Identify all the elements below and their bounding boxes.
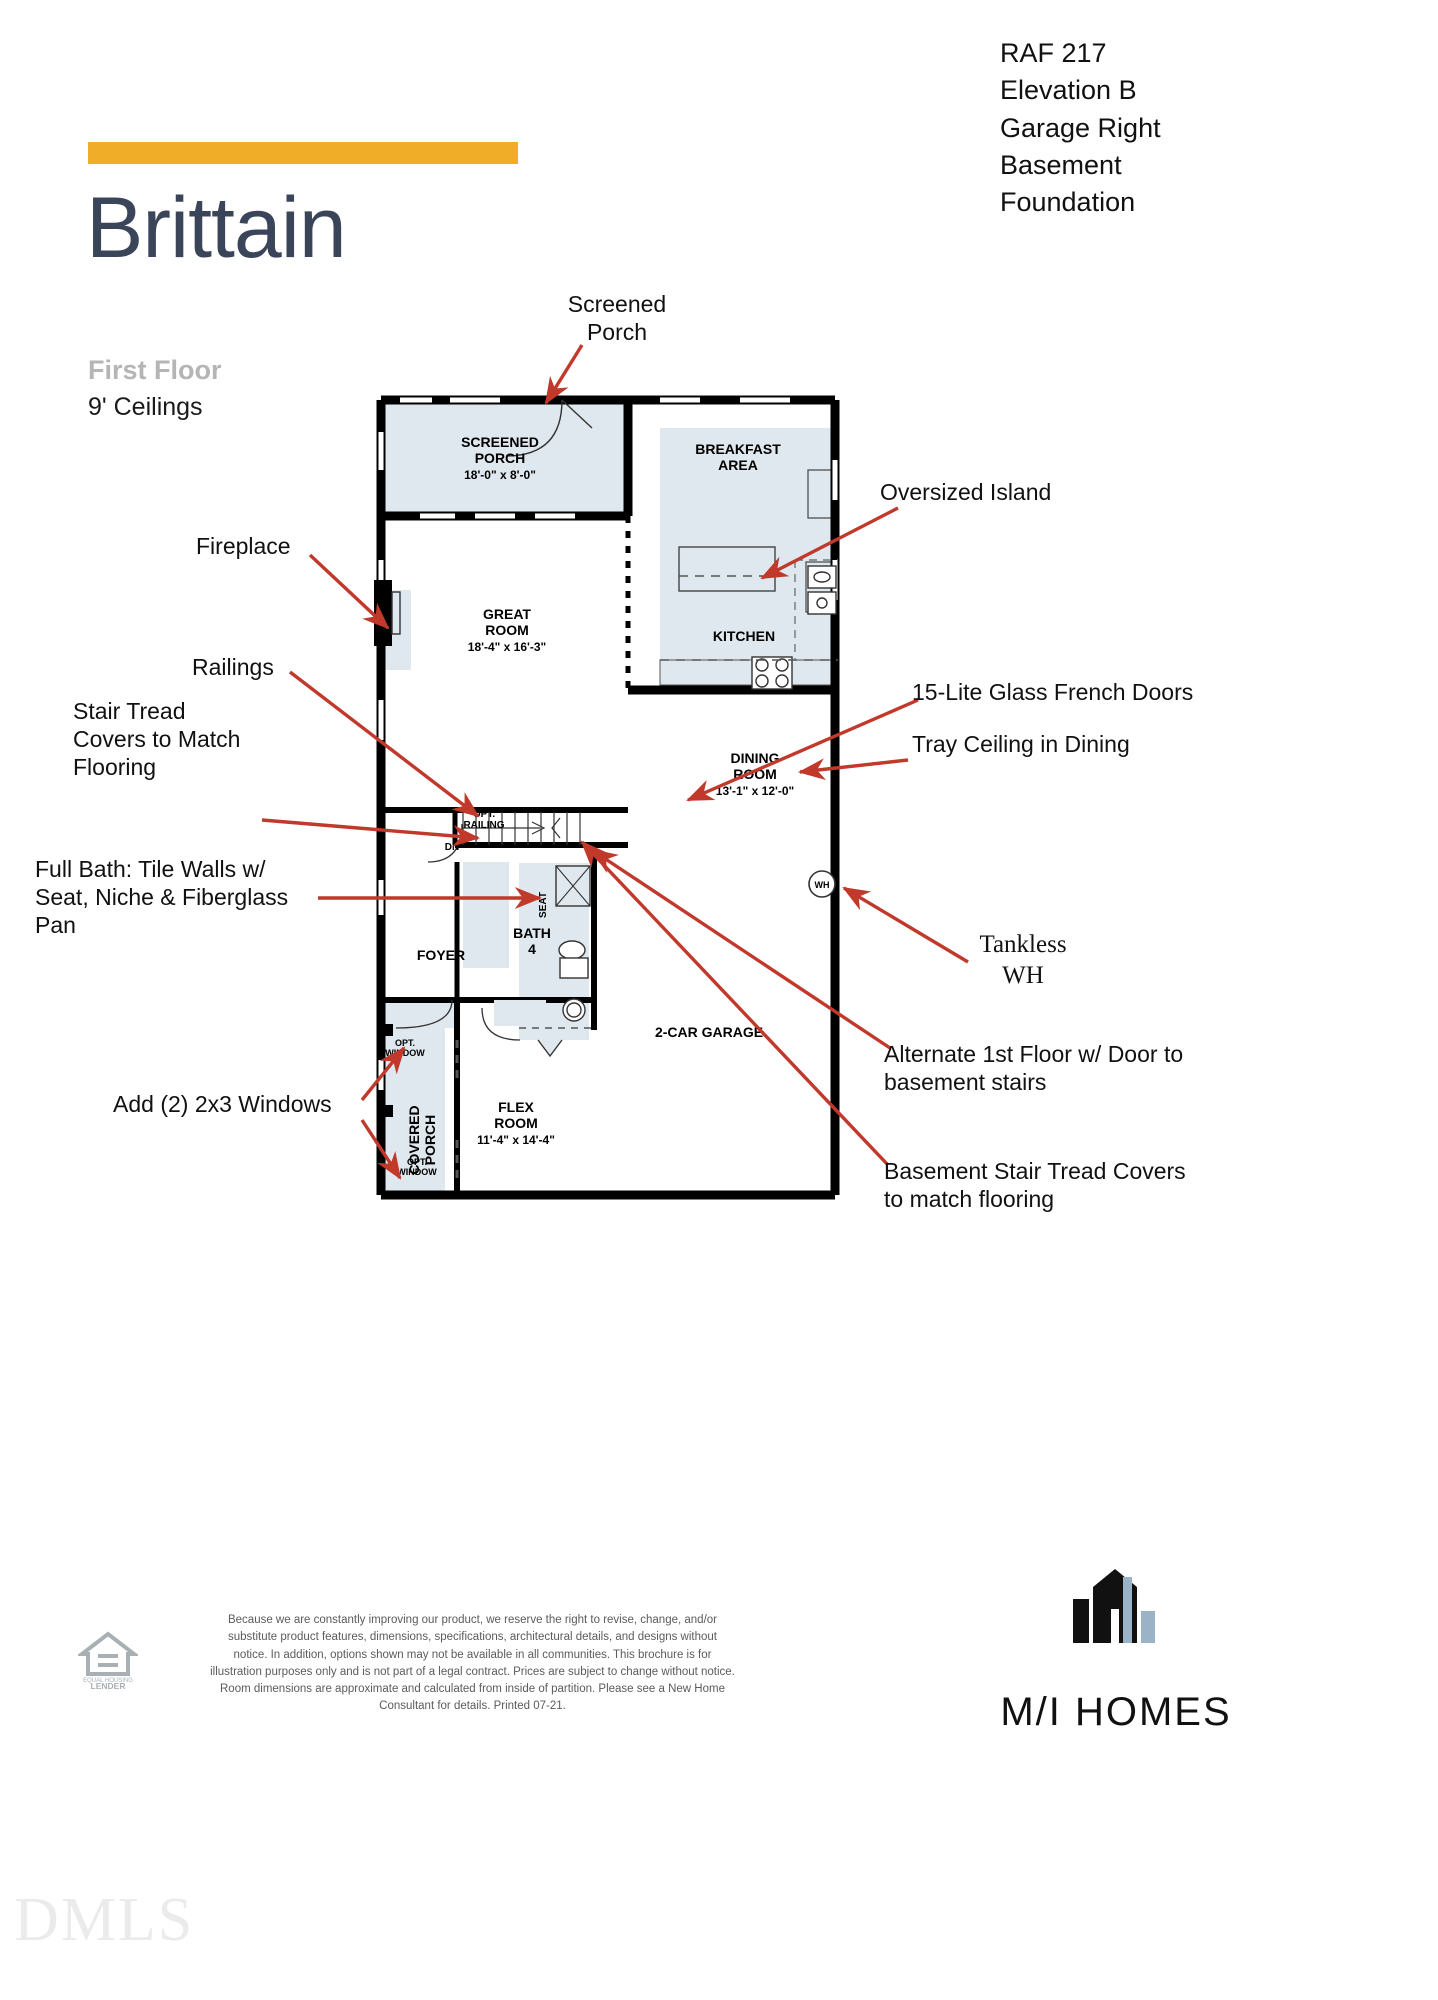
svg-text:11'-4" x 14'-4": 11'-4" x 14'-4" [477, 1133, 555, 1147]
svg-text:BATH: BATH [513, 925, 551, 941]
svg-text:SCREENED: SCREENED [461, 434, 539, 450]
svg-text:4: 4 [528, 941, 536, 957]
equal-housing-lender-icon: EQUAL HOUSING LENDER [76, 1628, 140, 1691]
page-title: Brittain [86, 180, 347, 276]
accent-bar [88, 142, 518, 164]
plan-spec-block: RAF 217 Elevation B Garage Right Basemen… [1000, 35, 1161, 221]
arrow-stair-tread [261, 818, 481, 847]
svg-text:WINDOW: WINDOW [397, 1167, 437, 1177]
floor-plan-drawing: SCREENED PORCH 18'-0" x 8'-0" GREAT ROOM… [261, 344, 969, 1200]
svg-text:COVERED: COVERED [406, 1105, 422, 1174]
svg-text:PORCH: PORCH [422, 1115, 438, 1166]
legal-disclaimer: Because we are constantly improving our … [210, 1614, 735, 1713]
watermark: DMLS [14, 1886, 195, 1954]
svg-text:FOYER: FOYER [417, 947, 465, 963]
arrow-french-doors [686, 698, 919, 802]
arrow-railings [288, 670, 480, 818]
svg-text:DN: DN [445, 842, 459, 853]
svg-text:RAILING: RAILING [463, 820, 504, 831]
svg-text:DINING: DINING [731, 750, 780, 766]
lender-badge-line1: EQUAL HOUSING [83, 1678, 133, 1684]
annotation-oversized-island: Oversized Island [880, 479, 1052, 505]
svg-text:WH: WH [815, 880, 830, 890]
spec-line-elevation: Elevation B [1000, 75, 1137, 106]
svg-text:ROOM: ROOM [485, 622, 529, 638]
svg-text:18'-0" x 8'-0": 18'-0" x 8'-0" [464, 468, 536, 482]
arrow-tankless-wh [842, 886, 969, 964]
ceiling-note: 9' Ceilings [88, 393, 203, 421]
arrow-window-top [360, 1046, 406, 1102]
svg-text:WINDOW: WINDOW [385, 1048, 425, 1058]
svg-text:2-CAR GARAGE: 2-CAR GARAGE [655, 1024, 763, 1040]
arrow-tray-ceiling [797, 758, 909, 781]
annotation-french-doors: 15-Lite Glass French Doors [912, 679, 1194, 705]
arrow-screened-porch [544, 344, 584, 405]
svg-text:AREA: AREA [718, 457, 758, 473]
svg-text:SEAT: SEAT [538, 892, 549, 918]
svg-text:GREAT: GREAT [483, 606, 531, 622]
arrow-basement-treads [580, 840, 890, 1167]
svg-text:ROOM: ROOM [494, 1115, 538, 1131]
annotation-railings: Railings [192, 654, 274, 680]
annotation-add-windows: Add (2) 2x3 Windows [113, 1091, 332, 1117]
spec-line-garage: Garage Right [1000, 112, 1161, 143]
arrow-fireplace [308, 553, 390, 630]
lender-badge-line2: LENDER [91, 1681, 126, 1690]
svg-text:ROOM: ROOM [733, 766, 777, 782]
svg-text:OPT.: OPT. [407, 1157, 427, 1167]
spec-line-basement: Basement [1000, 149, 1122, 180]
arrow-window-bottom [360, 1119, 402, 1180]
svg-text:OPT.: OPT. [473, 809, 495, 820]
svg-text:BREAKFAST: BREAKFAST [695, 441, 781, 457]
spec-line-raf: RAF 217 [1000, 38, 1107, 68]
annotation-fireplace: Fireplace [196, 533, 291, 559]
svg-text:PORCH: PORCH [475, 450, 526, 466]
floor-label: First Floor [88, 355, 222, 385]
svg-text:13'-1" x 12'-0": 13'-1" x 12'-0" [716, 784, 794, 798]
annotation-tray-ceiling: Tray Ceiling in Dining [912, 731, 1130, 757]
spec-line-foundation: Foundation [1000, 187, 1136, 217]
mi-homes-logo-icon [985, 1565, 1245, 1715]
svg-text:OPT.: OPT. [395, 1038, 415, 1048]
brand-name: M/I HOMES [1000, 1690, 1232, 1734]
arrow-oversized-island [760, 506, 899, 580]
svg-text:KITCHEN: KITCHEN [713, 628, 775, 644]
arrow-alternate-stairs [590, 848, 891, 1050]
svg-text:FLEX: FLEX [498, 1099, 534, 1115]
svg-text:18'-4" x 16'-3": 18'-4" x 16'-3" [468, 640, 546, 654]
annotation-full-bath: Full Bath: Tile Walls w/Seat, Niche & Fi… [35, 856, 289, 939]
